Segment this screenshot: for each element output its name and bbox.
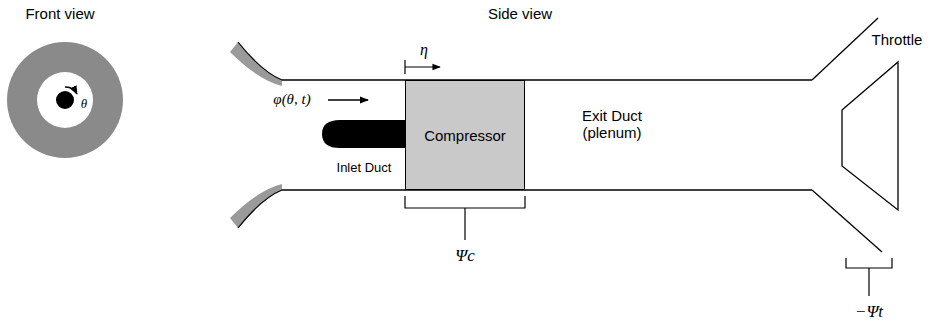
duct-wall [282, 79, 812, 80]
exit-cone [812, 190, 882, 252]
part-name: Inlet Duct [337, 161, 392, 176]
eta-arrow [405, 66, 440, 67]
bracket [405, 196, 525, 208]
annulus-inner [37, 72, 93, 128]
hub [56, 91, 74, 109]
part-name: Compressor [424, 127, 506, 144]
part-name: Exit Duct (plenum) [569, 107, 655, 142]
bracket-stem [464, 208, 465, 240]
flow-symbol: φ(θ, t) [273, 91, 310, 108]
bellmouth-upper [230, 42, 282, 86]
throttle-plug [842, 62, 898, 210]
part-name: Throttle [872, 31, 923, 48]
bracket-stem [868, 268, 869, 296]
pressure-symbol: −Ψt [855, 302, 883, 322]
compressor-box: Compressor [405, 80, 525, 190]
bellmouth-line [238, 190, 282, 228]
exit-cone [812, 18, 878, 80]
theta-arrow [65, 87, 77, 94]
view-title: Side view [488, 5, 552, 22]
axial-symbol: η [420, 41, 428, 59]
duct-wall [282, 189, 812, 190]
bracket [846, 258, 892, 268]
center-body [322, 120, 405, 148]
bellmouth-lower [230, 184, 282, 228]
bellmouth-line [238, 42, 282, 80]
angle-symbol: θ [81, 97, 87, 112]
flow-arrow [328, 99, 368, 100]
pressure-symbol: Ψc [455, 246, 475, 266]
annulus [7, 42, 123, 158]
view-title: Front view [25, 5, 94, 22]
